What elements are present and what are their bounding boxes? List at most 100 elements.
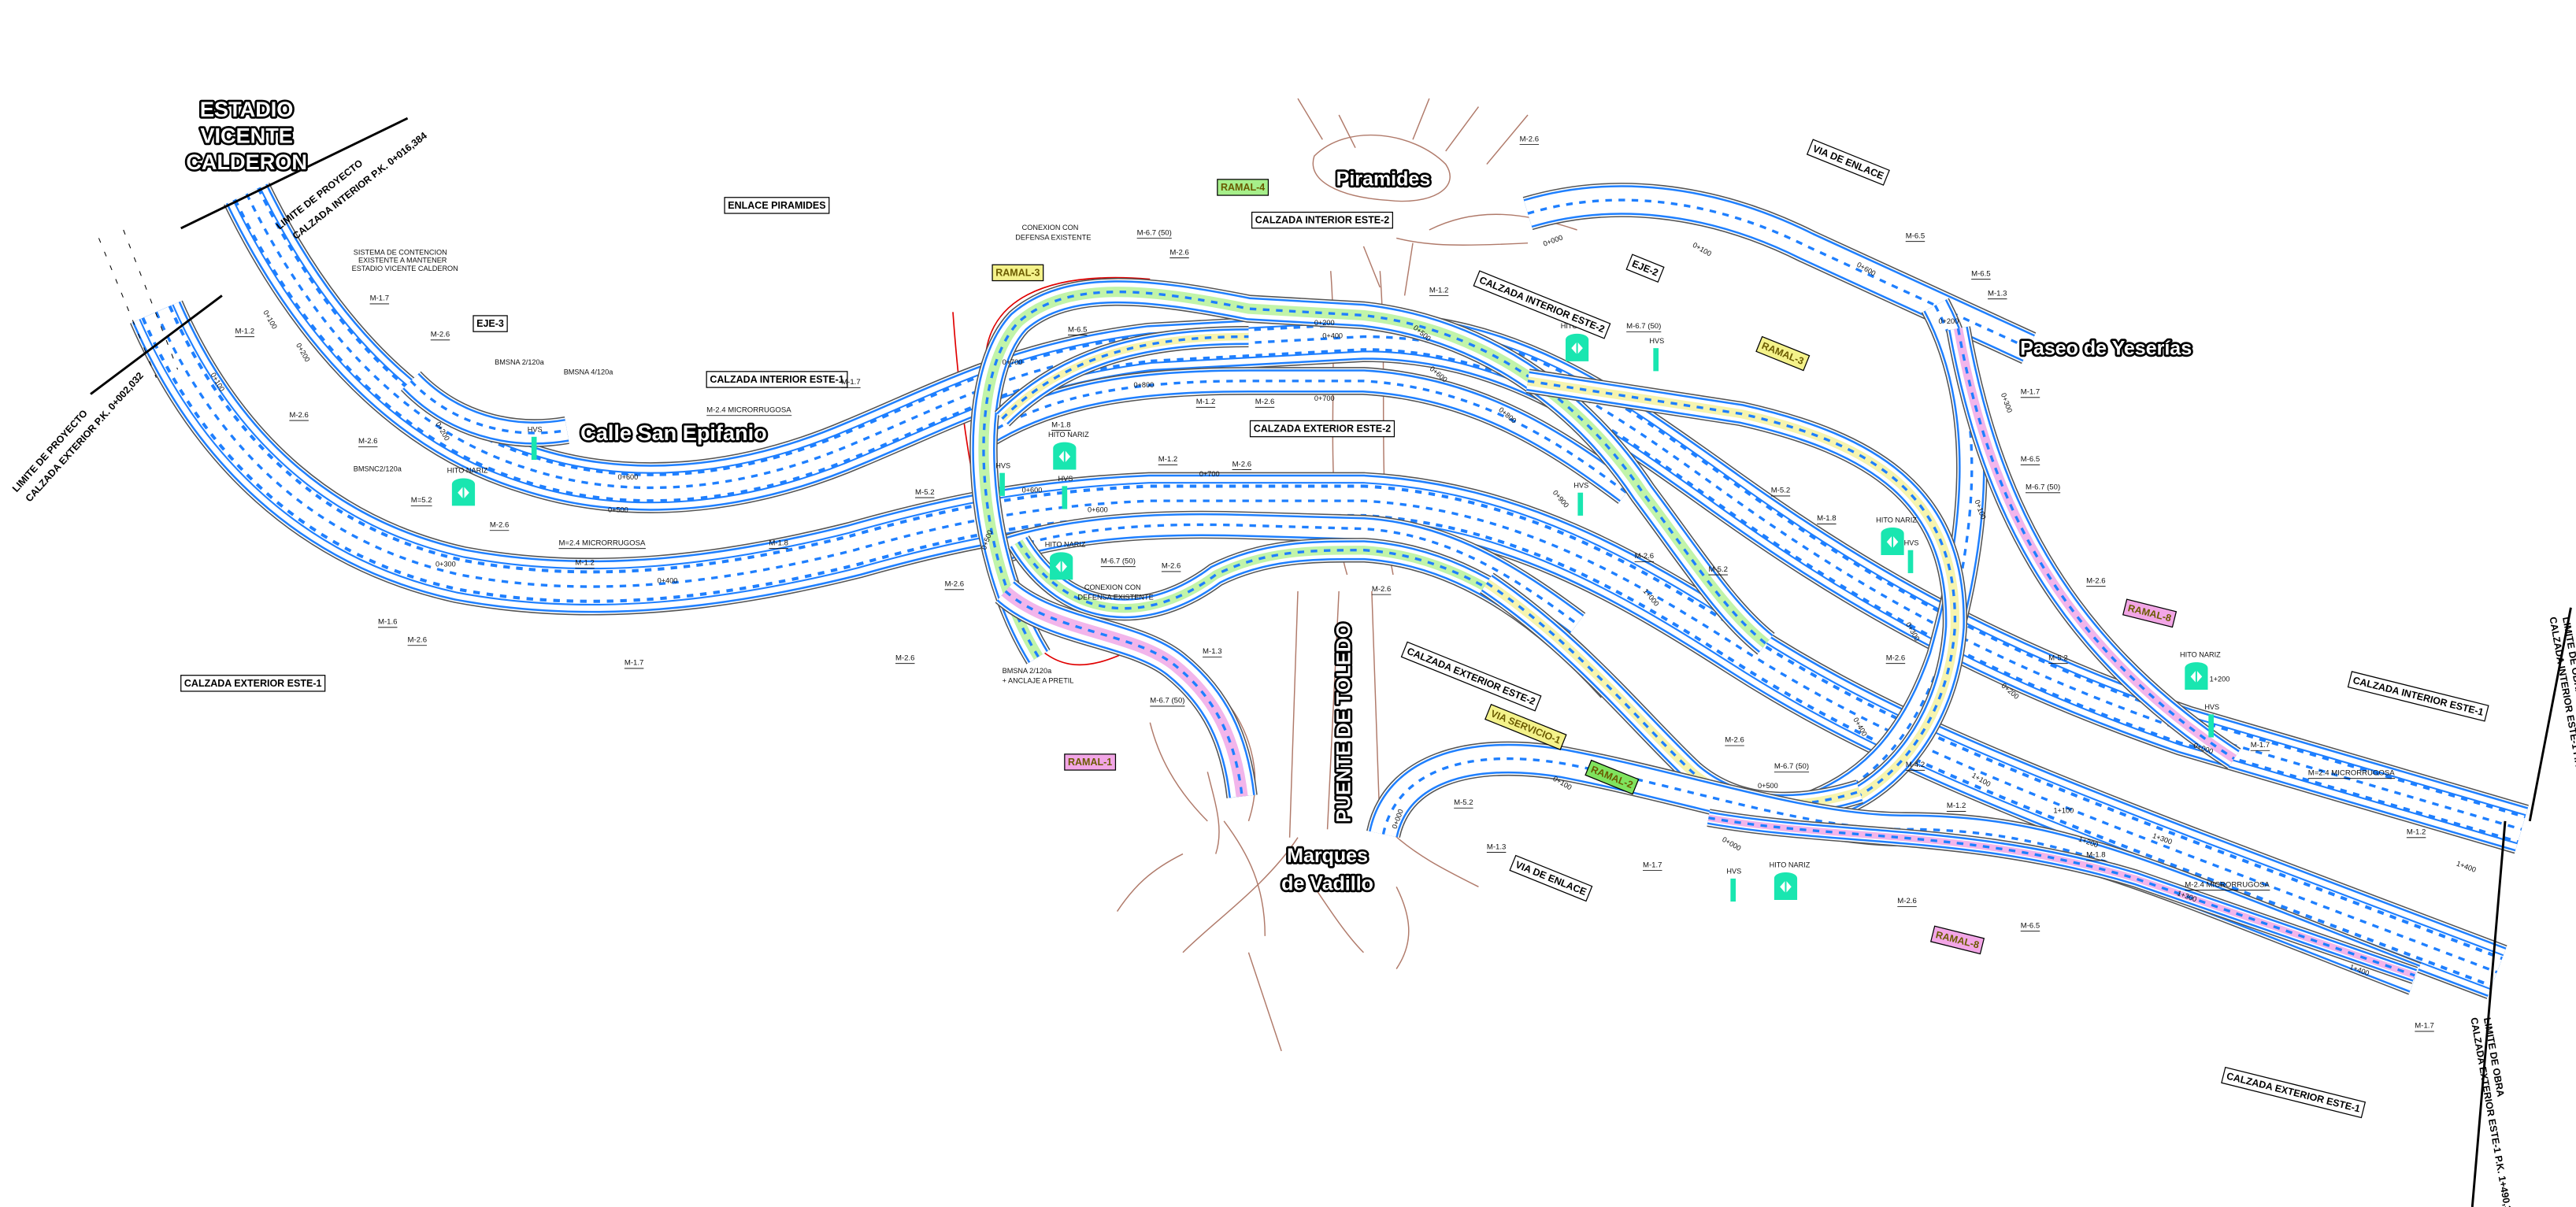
marking-callout: M-2.6 — [945, 580, 964, 589]
road-surface — [1524, 187, 2034, 360]
marking-callout: M-6.7 (50) — [2026, 483, 2060, 492]
hvs-marker-icon — [999, 472, 1005, 496]
marking-callout: M-1.6 — [378, 618, 397, 627]
marking-callout: M-1.8 — [2086, 851, 2105, 860]
road-ramal-1 — [995, 579, 1258, 798]
marking-callout: M-2.6 — [1232, 460, 1251, 468]
street-outline — [1149, 722, 1220, 854]
marking-callout: M-1.7 — [370, 294, 389, 303]
marking-callout: M-1.2 — [1158, 455, 1177, 464]
hvs-marker-icon — [531, 436, 537, 460]
road-name-label: VIA DE ENLACE — [1811, 143, 1885, 182]
center-lane-dashes — [1004, 590, 1244, 797]
station-label: 0+900 — [1551, 489, 1570, 509]
hvs-label: HVS — [2204, 703, 2219, 711]
marking-callout: M-2.6 — [431, 331, 450, 339]
marking-callout: M-1.8 — [1051, 420, 1070, 429]
annotation-note: DEFENSA EXISTENTE — [1078, 593, 1154, 601]
marking-callout: M-2.6 — [1635, 552, 1654, 561]
annotation-note: BMSNA 2/120a — [1003, 667, 1053, 675]
marking-callout: M-2.6 — [1520, 135, 1539, 143]
annotation-note: CONEXION CON — [1084, 583, 1141, 591]
ramal-tag-box — [1484, 703, 1567, 750]
road-calzada-exterior-este-2 — [998, 510, 1586, 635]
ramal-highlight — [1527, 376, 1959, 809]
ramal-tag-label: RAMAL-1 — [1068, 757, 1112, 768]
station-label: 1+100 — [2053, 806, 2074, 814]
road-name-box — [1806, 139, 1890, 186]
marking-callout: M-2.6 — [1372, 585, 1391, 594]
construction-dashes — [98, 229, 179, 378]
center-lane-dashes — [1001, 335, 1249, 420]
hvs-label: HVS — [1649, 337, 1664, 345]
marking-callout: M-1.2 — [1196, 398, 1215, 406]
center-lane-dashes — [984, 380, 1628, 494]
street-outline — [1116, 689, 1479, 1052]
hvs-label: HVS — [1058, 475, 1073, 483]
hito-nariz-label: HITO NARIZ — [1045, 541, 1086, 549]
marking-callout: M-2.6 — [895, 653, 914, 662]
hvs-marker-icon — [1907, 550, 1914, 573]
annotation-note: SISTEMA DE CONTENCION — [354, 248, 447, 256]
marking-callout: M-1.7 — [2251, 741, 2270, 750]
marking-callout: M-2.6 — [1169, 248, 1188, 257]
marking-callout: M-1.8 — [769, 539, 788, 547]
marking-callout: M-1.7 — [2415, 1022, 2433, 1031]
place-name-label: CALDERON — [186, 150, 307, 174]
place-name-label: Calle San Epifanio — [580, 420, 767, 445]
hito-nariz-icon — [1053, 442, 1077, 470]
road-name-box — [706, 371, 848, 388]
dashed-line — [98, 238, 157, 378]
hito-nariz-icon — [1050, 552, 1073, 580]
marking-callout: M-5.2 — [2048, 653, 2067, 662]
ramal-tag-label: RAMAL-4 — [1221, 182, 1265, 193]
ramal-tag-box — [1064, 753, 1117, 771]
road-name-label: CALZADA EXTERIOR ESTE-2 — [1406, 646, 1537, 707]
center-lane-dashes — [154, 311, 2498, 974]
marking-callout: M-1.3 — [1487, 842, 1506, 851]
hito-nariz-label: HITO NARIZ — [1770, 861, 1811, 868]
ramal-tag-box — [1929, 925, 1985, 955]
road-ramal-3-4-loop — [969, 278, 1775, 665]
marking-callout: M-6.5 — [2021, 455, 2040, 464]
road-calzada-exterior-este-1 — [130, 300, 2507, 999]
marking-callout: M-1.3 — [1988, 289, 2007, 298]
marking-callout: M-5.2 — [1771, 487, 1790, 495]
station-label: 0+700 — [1314, 394, 1335, 402]
road-eje-3 — [400, 371, 569, 447]
annotation-note: DEFENSA EXISTENTE — [1015, 234, 1091, 242]
station-label: 0+200 — [1938, 317, 1959, 325]
center-lane-dashes — [245, 193, 2522, 831]
road-ramal-8-lower — [1707, 809, 2418, 984]
annotation-note: BMSNC2/120a — [354, 465, 402, 473]
marking-callout: M-6.7 (50) — [1137, 228, 1172, 237]
station-label: 0+600 — [1022, 487, 1043, 494]
ramal-tag-label: RAMAL-3 — [995, 267, 1040, 278]
ramal-tag-box — [2122, 598, 2178, 628]
road-name-label: CALZADA INTERIOR ESTE-2 — [1477, 275, 1606, 335]
marking-callout: M-1.2 — [2407, 828, 2426, 837]
marking-callout: M-6.7 (50) — [1101, 557, 1136, 565]
project-limit-label: CALZADA EXTERIOR P.K. 0+002,032 — [24, 370, 146, 504]
roads — [130, 182, 2529, 999]
hvs-marker-icon — [1730, 878, 1736, 902]
road-name-box — [1509, 854, 1593, 902]
street-outline — [1297, 98, 1529, 165]
marking-callout: M-2.6 — [2086, 576, 2105, 585]
center-lane-dashes — [1956, 328, 2235, 760]
road-name-label: CALZADA EXTERIOR ESTE-2 — [1254, 424, 1392, 435]
marking-callout: M-2.6 — [1725, 736, 1744, 745]
marking-callout: M-1.7 — [2021, 388, 2040, 397]
hvs-marker-icon — [1653, 348, 1659, 372]
center-lane-dashes — [410, 380, 568, 435]
road-ramal-3-left — [995, 326, 1249, 427]
marking-callout: M-1.2 — [575, 558, 594, 567]
station-label: 0+300 — [2000, 392, 2014, 414]
street-outline — [1362, 213, 1577, 296]
street-outline — [1312, 134, 1451, 202]
marking-callout: M-2.6 — [1162, 562, 1181, 571]
station-label: 0+500 — [608, 506, 628, 514]
marking-callout: M-6.5 — [1068, 325, 1087, 334]
road-name-label: EJE-3 — [476, 318, 504, 329]
